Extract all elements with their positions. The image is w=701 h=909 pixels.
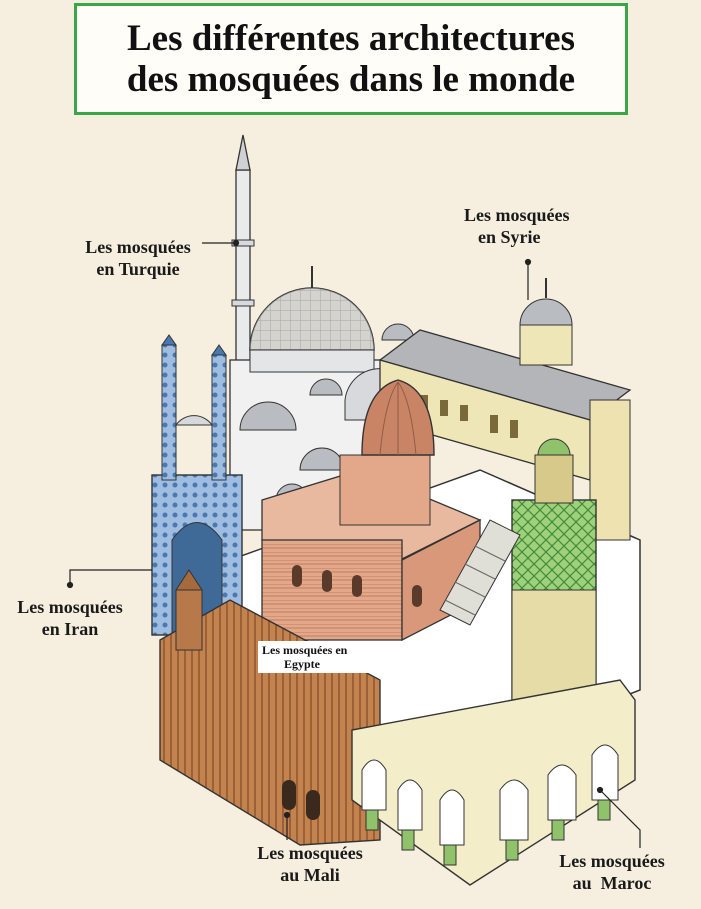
label-iran-line-1: Les mosquées	[17, 597, 123, 617]
stairs	[439, 519, 521, 626]
label-iran: Les mosquées en Iran	[4, 596, 136, 640]
label-turkey-line-1: Les mosquées	[85, 237, 191, 257]
label-turkey: Les mosquées en Turquie	[72, 236, 204, 280]
leader-morocco	[599, 789, 641, 848]
title-line-2: des mosquées dans le monde	[126, 59, 576, 100]
leader-syria-dot	[524, 258, 532, 266]
label-syria: Les mosquées en Syrie	[464, 204, 596, 248]
label-egypt: Les mosquées en Egypte	[258, 641, 374, 673]
label-syria-line-2: en Syrie	[478, 227, 541, 247]
label-iran-line-2: en Iran	[41, 619, 99, 639]
leader-iran	[69, 569, 152, 585]
morocco-mosque	[351, 438, 636, 886]
label-mali-line-1: Les mosquées	[257, 843, 363, 863]
title-box: Les différentes architectures des mosqué…	[74, 3, 628, 115]
label-mali: Les mosquées au Mali	[244, 842, 376, 886]
leader-lines	[66, 239, 641, 848]
label-morocco: Les mosquées au Maroc	[544, 850, 680, 894]
syria-mosque	[378, 278, 632, 541]
leader-iran-dot	[66, 581, 74, 589]
leader-mali-dot	[283, 811, 291, 819]
leader-turkey-dot	[232, 239, 240, 247]
egypt-mosque	[261, 379, 482, 642]
label-morocco-line-1: Les mosquées	[559, 851, 665, 871]
leader-morocco-dot	[596, 786, 604, 794]
label-mali-line-2: au Mali	[280, 865, 340, 885]
label-egypt-line-1: Les mosquées en	[262, 643, 348, 657]
label-turkey-line-2: en Turquie	[96, 259, 180, 279]
label-egypt-line-2: Egypte	[284, 657, 320, 671]
title-line-1: Les différentes architectures	[127, 18, 575, 59]
label-syria-line-1: Les mosquées	[464, 205, 570, 225]
label-morocco-line-2: au Maroc	[572, 873, 652, 893]
